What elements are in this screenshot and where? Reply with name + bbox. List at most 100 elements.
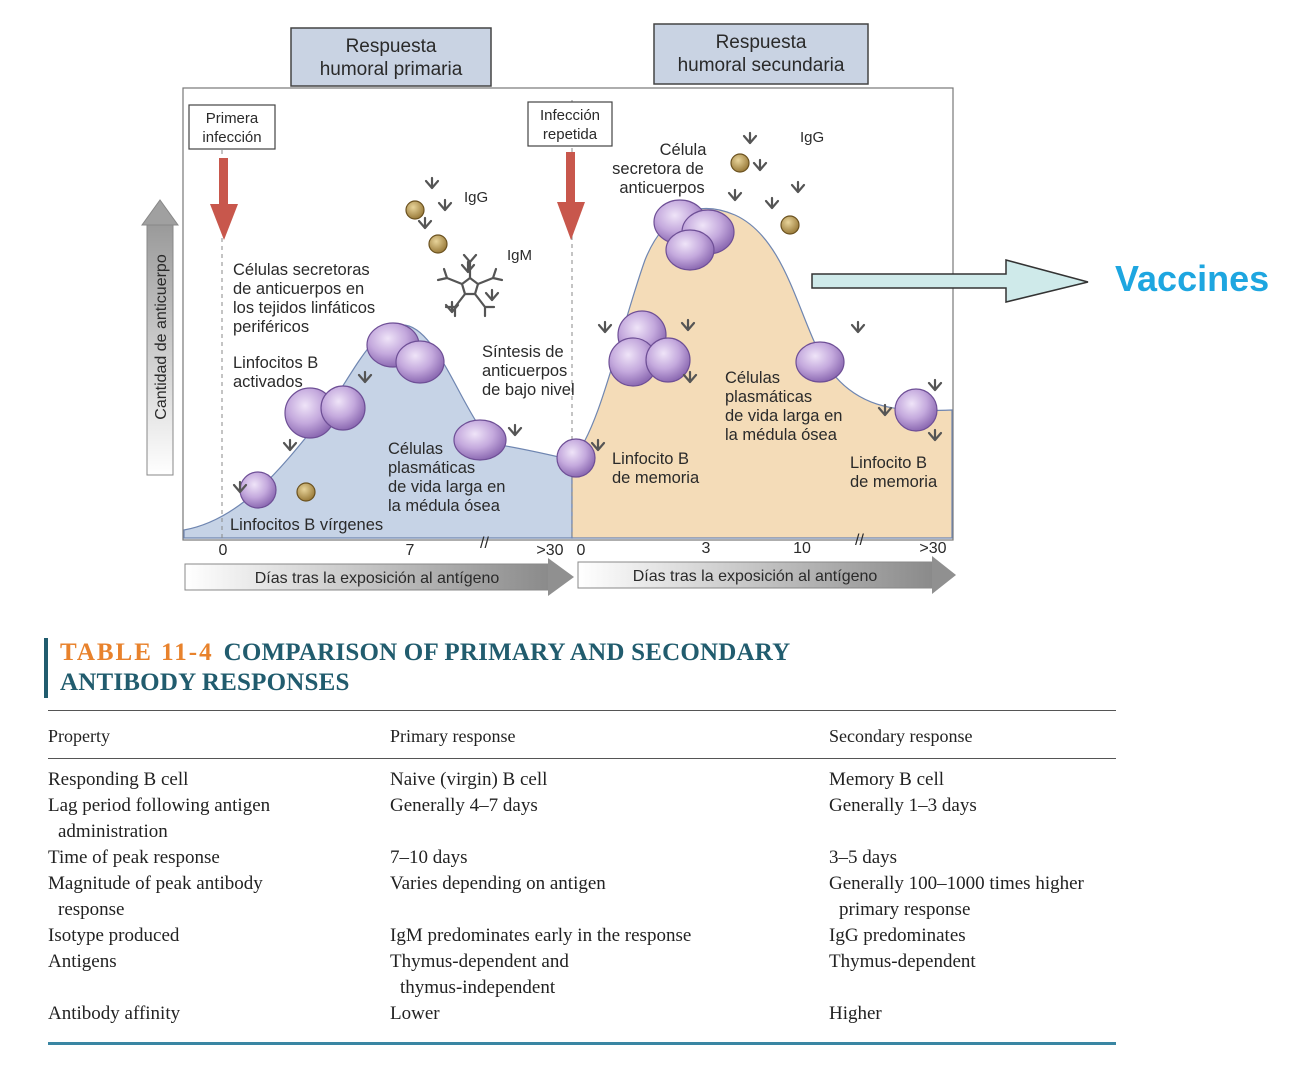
repeat-infection-box — [527, 101, 613, 147]
secondary-title-line2: humoral secundaria — [678, 55, 845, 76]
x-tick-primary-30: >30 — [536, 542, 563, 559]
axis-break-secondary: // — [855, 532, 864, 549]
table-cell-secondary: IgG predominates — [829, 925, 966, 946]
table-cell-secondary: Memory B cell — [829, 769, 945, 790]
label-secretora-2: secretora de — [612, 160, 704, 178]
table-cell-primary: Naive (virgin) B cell — [390, 769, 548, 790]
table-number: TABLE 11-4 — [60, 639, 214, 666]
table-cell-secondary: Generally 1–3 days — [829, 795, 977, 816]
antibody-icon — [680, 318, 696, 332]
table-rule-top — [48, 710, 1116, 711]
antibodies-group — [232, 131, 943, 494]
label-activados-2: activados — [233, 373, 303, 391]
x-axis-arrow-secondary — [577, 556, 956, 594]
antibody-response-diagram: Respuesta humoral primaria Respuesta hum… — [141, 23, 1089, 596]
plasma-cell-icon — [395, 340, 445, 384]
label-plasma-secondary-1: Células — [725, 369, 780, 387]
table-cell-secondary: Generally 100–1000 times higher — [829, 873, 1084, 894]
first-infection-box — [188, 104, 276, 150]
label-plasma-secondary-3: de vida larga en — [725, 407, 842, 425]
label-memoria-1a: Linfocito B — [612, 450, 689, 468]
antibody-icon — [877, 403, 893, 417]
label-memoria-2a: Linfocito B — [850, 454, 927, 472]
label-secretora-3: anticuerpos — [619, 179, 704, 197]
table-cell-primary: Thymus-dependent and — [390, 951, 569, 972]
primary-title-box — [290, 27, 492, 87]
header-secondary: Secondary response — [829, 726, 973, 746]
secondary-title-line1: Respuesta — [716, 32, 807, 53]
first-infection-line1: Primera — [206, 110, 259, 127]
y-axis-label: Cantidad de anticuerpo — [153, 254, 170, 420]
igm-pentamer-icon — [436, 253, 504, 318]
label-sintesis-3: de bajo nivel — [482, 381, 575, 399]
plasma-cell-icon — [453, 419, 507, 461]
antigen-icon — [780, 215, 800, 235]
table-cell-property-cont: administration — [58, 821, 168, 842]
table-cell-property: Isotype produced — [48, 925, 180, 946]
x-axis-label-secondary: Días tras la exposición al antígeno — [633, 568, 878, 585]
label-secretora-1: Célula — [660, 141, 708, 159]
table-cell-primary: IgM predominates early in the response — [390, 925, 692, 946]
repeat-infection-arrow — [557, 152, 585, 240]
memory-cell-icon — [556, 438, 596, 478]
label-secretoras-2: de anticuerpos en — [233, 280, 364, 298]
igm-label: IgM — [507, 247, 532, 264]
antibody-icon — [727, 188, 743, 202]
table-cell-property: Responding B cell — [48, 769, 189, 790]
antibody-icon — [742, 131, 758, 145]
table-cell-property-cont: response — [58, 899, 125, 920]
antibody-icon — [507, 423, 523, 437]
antibody-icon — [850, 320, 866, 334]
b-cell-icon — [645, 337, 691, 383]
antibody-icon — [424, 176, 440, 190]
igg-label-primary: IgG — [464, 189, 488, 206]
vaccines-arrow — [811, 259, 1089, 303]
antibody-icon — [927, 428, 943, 442]
antibody-icon — [682, 370, 698, 384]
antigens-group — [296, 153, 800, 502]
antibody-icon — [484, 288, 500, 302]
label-secretoras-1: Células secretoras — [233, 261, 370, 279]
antibody-icon — [417, 216, 433, 230]
label-plasma-primary-3: de vida larga en — [388, 478, 505, 496]
table-cell-secondary: 3–5 days — [829, 847, 898, 868]
vaccines-label: Vaccines — [1115, 258, 1270, 299]
table-cell-primary: Varies depending on antigen — [390, 873, 606, 894]
first-infection-arrow — [210, 158, 238, 240]
plasma-cell-icon — [665, 229, 715, 271]
repeat-infection-line1: Infección — [540, 107, 600, 124]
plasma-cell-icon — [795, 341, 845, 383]
antibody-icon — [597, 320, 613, 334]
label-secretoras-3: los tejidos linfáticos — [233, 299, 375, 317]
primary-title-line1: Respuesta — [346, 36, 437, 57]
x-axis-arrow-primary — [184, 558, 574, 596]
table-cell-primary: 7–10 days — [390, 847, 468, 868]
label-plasma-secondary-2: plasmáticas — [725, 388, 812, 406]
repeat-infection-line2: repetida — [543, 126, 598, 143]
first-infection-line2: infección — [202, 129, 261, 146]
antibody-icon — [752, 158, 768, 172]
antigen-icon — [730, 153, 750, 173]
table-cell-primary: Lower — [390, 1003, 440, 1024]
antibody-icon — [790, 180, 806, 194]
table-cell-secondary: Thymus-dependent — [829, 951, 976, 972]
table-cell-secondary-cont: primary response — [839, 899, 971, 920]
b-cell-icon — [239, 471, 277, 509]
antigen-icon — [405, 200, 425, 220]
label-plasma-primary-4: la médula ósea — [388, 497, 501, 515]
label-secretoras-4: periféricos — [233, 318, 309, 336]
table-cell-secondary: Higher — [829, 1003, 882, 1024]
table-rule-head — [48, 758, 1116, 759]
label-activados-1: Linfocitos B — [233, 354, 318, 372]
axis-break-primary: // — [480, 535, 489, 552]
x-tick-secondary-10: 10 — [793, 540, 811, 557]
x-tick-primary-7: 7 — [406, 542, 415, 559]
antibody-icon — [927, 378, 943, 392]
antibody-icon — [764, 196, 780, 210]
label-sintesis-2: anticuerpos — [482, 362, 567, 380]
igg-label-secondary: IgG — [800, 129, 824, 146]
x-tick-secondary-0: 0 — [577, 542, 586, 559]
label-plasma-primary-1: Células — [388, 440, 443, 458]
y-axis-arrow — [141, 199, 179, 476]
table-title-line1: COMPARISON OF PRIMARY AND SECONDARY — [223, 639, 791, 666]
